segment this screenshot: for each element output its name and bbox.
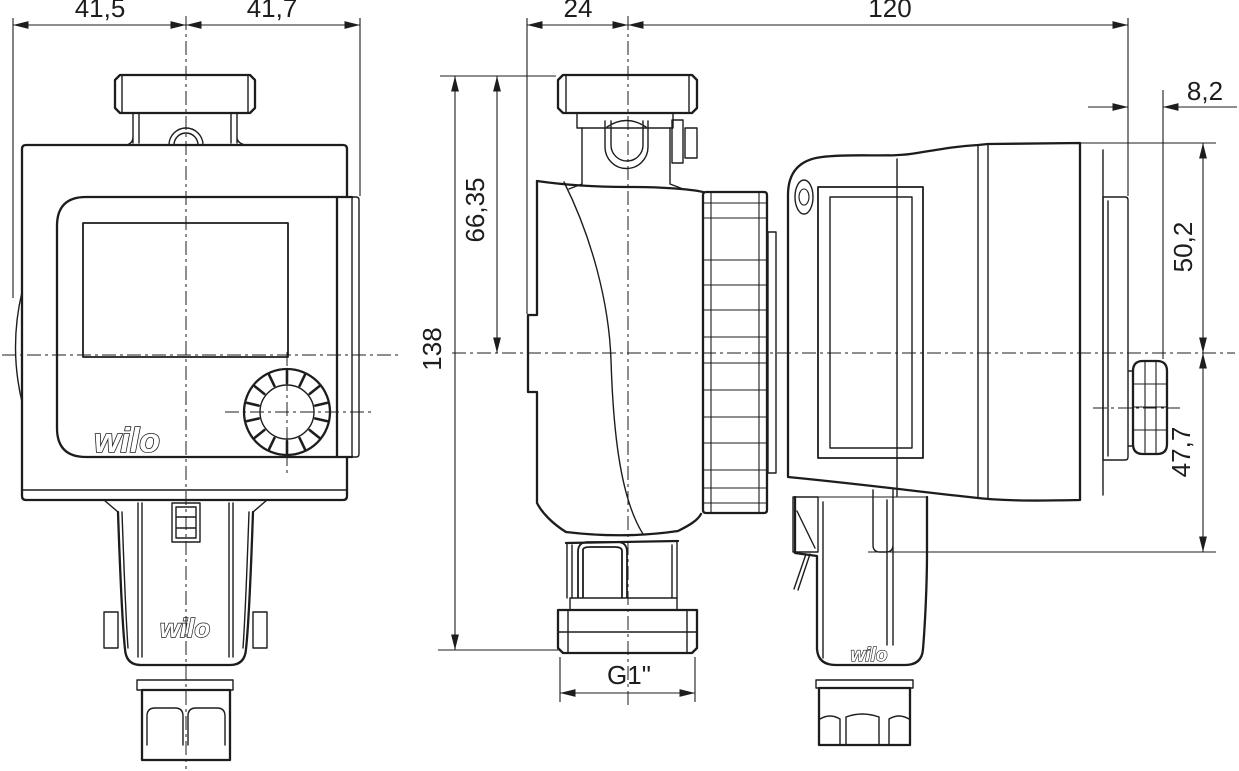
module-display-window-side (817, 186, 924, 459)
module-mounting-lug-hole (794, 179, 814, 215)
side-plug-lever-wire (793, 553, 811, 591)
front-plug-shoulders (103, 499, 268, 513)
side-view: wilo (526, 73, 1169, 747)
front-plug-housing (116, 510, 255, 667)
rear-knob-outline (1131, 359, 1169, 456)
side-plug-prong-segments (819, 713, 910, 745)
module-seam-lines (896, 143, 1104, 499)
side-vent-screw-boss (604, 119, 649, 170)
front-knob-centerlines (225, 352, 372, 473)
side-plug-latch (792, 496, 819, 553)
side-plug-block (817, 686, 912, 747)
front-body-outline (20, 143, 349, 502)
front-top-nut-chamfers (121, 74, 249, 114)
extension-lines (12, 18, 1216, 702)
front-module-side-strip (351, 196, 360, 458)
front-body-brand-logo: wilo (94, 422, 160, 460)
dim-text-47-7: 47,7 (1166, 427, 1196, 478)
dim-text-knob-offset: 8,2 (1187, 76, 1223, 106)
side-plug-housing (793, 495, 929, 667)
front-top-neck (126, 112, 246, 146)
front-module-top-bottom-edges (335, 195, 354, 459)
side-neck-tabs (671, 119, 698, 164)
front-plug-prongs (146, 707, 226, 746)
front-view: wilo wilo (14, 73, 360, 762)
dimensions: 41,5 41,7 24 120 8,2 66,35 138 50,2 47,7… (12, 0, 1237, 702)
dim-text-side-120: 120 (868, 0, 911, 23)
side-bottom-neck (566, 540, 678, 599)
module-terminal-cover-plate (1102, 196, 1129, 461)
dim-text-thread: G1" (607, 660, 651, 690)
dim-text-50-2: 50,2 (1168, 222, 1198, 273)
side-plug-brand-logo: wilo (851, 645, 888, 666)
side-plug-inner-walls (822, 489, 894, 659)
dim-text-front-width-right: 41,7 (247, 0, 298, 23)
dim-text-side-24: 24 (564, 0, 593, 23)
front-left-flange-bump (14, 291, 23, 403)
dim-text-front-width-left: 41,5 (75, 0, 126, 23)
side-top-neck (568, 127, 684, 190)
dim-text-66-35: 66,35 (460, 177, 490, 242)
front-module-face-panel (55, 195, 339, 459)
volute-bottom-shoulder (564, 512, 703, 545)
side-top-union-nut (556, 73, 699, 115)
front-plug-side-tabs (103, 611, 268, 649)
ring-washer (767, 231, 777, 474)
centerlines (2, 16, 1235, 769)
front-display-window (82, 222, 289, 358)
side-bottom-plug-boss (577, 541, 628, 598)
volute-left-profile (526, 179, 568, 534)
module-display-inner (829, 196, 913, 449)
dim-text-138: 138 (417, 327, 447, 370)
volute-spiral-contour (563, 181, 644, 535)
front-plug-block (140, 688, 232, 762)
union-ring-knurl-ribs (703, 202, 767, 504)
side-bottom-port-flange (569, 597, 678, 611)
side-bottom-union-nut (556, 608, 699, 655)
side-top-port-flange (576, 112, 674, 129)
front-top-union-nut (113, 73, 257, 115)
module-mounting-lug-hole-inner (798, 188, 810, 206)
side-top-nut-chamfers (565, 74, 690, 114)
front-plug-housing-inner-walls (121, 502, 250, 658)
front-cable-gland (171, 502, 201, 543)
front-plug-brand-logo: wilo (160, 613, 211, 643)
side-bottom-nut-details (557, 609, 698, 654)
front-plug-flange (136, 679, 234, 691)
side-plug-flange (815, 679, 914, 689)
union-ring-outline (701, 190, 769, 515)
